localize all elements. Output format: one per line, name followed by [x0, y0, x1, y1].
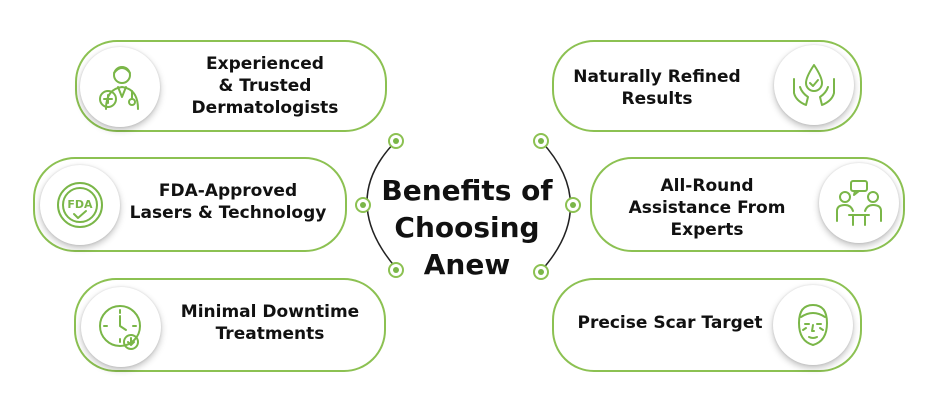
face-icon: [773, 285, 853, 365]
title-line-1: Benefits of: [381, 174, 553, 207]
connector-node-left-middle: [355, 197, 371, 213]
consultation-icon: [819, 163, 899, 243]
connector-node-right-top: [533, 133, 549, 149]
benefit-results-label: Naturally Refined Results: [573, 67, 741, 109]
benefit-dermatologists-label: Experienced & Trusted Dermatologists: [191, 54, 339, 118]
benefit-scar-label: Precise Scar Target: [577, 313, 763, 333]
connector-node-right-middle: [565, 197, 581, 213]
benefit-fda-label: FDA-Approved Lasers & Technology: [129, 181, 327, 223]
benefit-downtime-label: Minimal Downtime Treatments: [180, 302, 360, 344]
fda-badge-icon: FDA: [40, 165, 120, 245]
svg-text:FDA: FDA: [67, 198, 93, 211]
connector-node-left-top: [388, 133, 404, 149]
connector-node-left-bottom: [388, 262, 404, 278]
diagram-title: Benefits of Choosing Anew: [372, 172, 562, 283]
title-line-2: Choosing: [394, 211, 540, 244]
hands-drop-icon: [774, 45, 854, 125]
title-line-3: Anew: [423, 248, 511, 281]
benefit-assistance-label: All-Round Assistance From Experts: [628, 176, 786, 240]
doctor-icon: [80, 47, 160, 127]
clock-icon: [81, 287, 161, 367]
connector-node-right-bottom: [533, 264, 549, 280]
